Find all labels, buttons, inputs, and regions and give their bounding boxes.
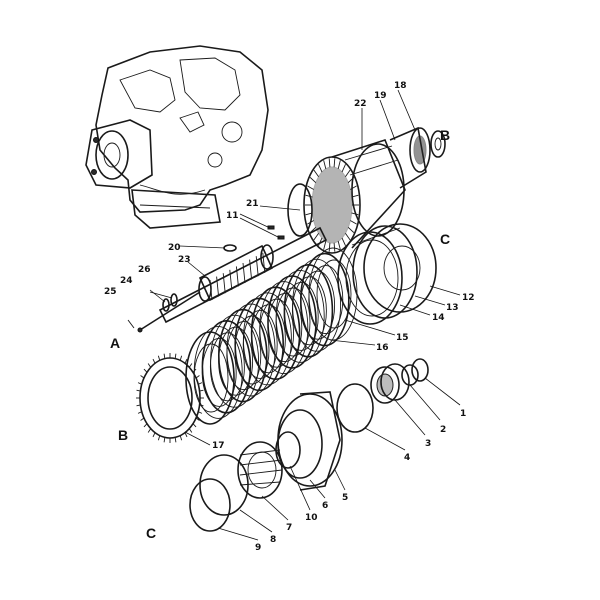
label-part-8: 8 <box>270 535 276 545</box>
label-part-18: 18 <box>394 81 407 91</box>
label-part-6: 6 <box>322 501 328 511</box>
label-part-16: 16 <box>376 343 389 353</box>
keys-11 <box>267 225 285 240</box>
label-part-26: 26 <box>138 265 151 275</box>
label-part-21: 21 <box>246 199 259 209</box>
label-part-11: 11 <box>226 211 239 221</box>
label-part-25: 25 <box>104 287 117 297</box>
clutch-drum-22 <box>303 139 406 254</box>
transmission-housing <box>85 45 269 229</box>
label-part-20: 20 <box>168 243 181 253</box>
label-part-22: 22 <box>354 99 367 109</box>
label-part-7: 7 <box>286 523 292 533</box>
label-part-17: 17 <box>212 441 225 451</box>
label-part-24: 24 <box>120 276 133 286</box>
reference-letters: A B B C C <box>110 127 450 541</box>
washer-2 <box>401 364 419 386</box>
pin-20 <box>223 244 237 252</box>
piston-6 <box>277 391 343 491</box>
snap-ring-4 <box>336 383 374 433</box>
label-part-14: 14 <box>432 313 445 323</box>
label-part-4: 4 <box>404 453 410 463</box>
label-part-19: 19 <box>374 91 387 101</box>
label-part-13: 13 <box>446 303 459 313</box>
main-shaft-23 <box>158 226 328 324</box>
part-number-labels: 1 2 3 4 5 6 7 8 9 10 11 12 13 14 15 16 1… <box>104 81 475 553</box>
letter-c-top: C <box>440 231 450 247</box>
output-gear-19 <box>389 126 431 189</box>
leader-lines <box>149 89 461 541</box>
letter-c-bottom: C <box>146 525 156 541</box>
letter-b-left: B <box>118 427 128 443</box>
snap-ring-8 <box>199 454 249 516</box>
snap-ring-1 <box>411 358 429 382</box>
label-part-5: 5 <box>342 493 348 503</box>
label-part-9: 9 <box>255 543 261 553</box>
bearing-18 <box>430 130 446 158</box>
ring-gear-17 <box>136 353 204 443</box>
pin-25 <box>127 319 135 329</box>
bolt-24 <box>137 291 201 333</box>
label-part-3: 3 <box>425 439 431 449</box>
disc-13 <box>352 225 418 319</box>
label-part-12: 12 <box>462 293 475 303</box>
washers-26 <box>162 293 178 312</box>
label-part-1: 1 <box>460 409 466 419</box>
label-part-23: 23 <box>178 255 191 265</box>
letter-b-top: B <box>440 127 450 143</box>
snap-ring-21 <box>287 183 313 237</box>
bearing-3 <box>370 363 410 404</box>
snap-ring-9 <box>189 478 231 532</box>
label-part-15: 15 <box>396 333 409 343</box>
spring-retainer-7 <box>237 441 283 499</box>
label-part-2: 2 <box>440 425 446 435</box>
label-part-10: 10 <box>305 513 318 523</box>
letter-a: A <box>110 335 120 351</box>
clutch-disc-stack-15-16 <box>185 247 358 425</box>
